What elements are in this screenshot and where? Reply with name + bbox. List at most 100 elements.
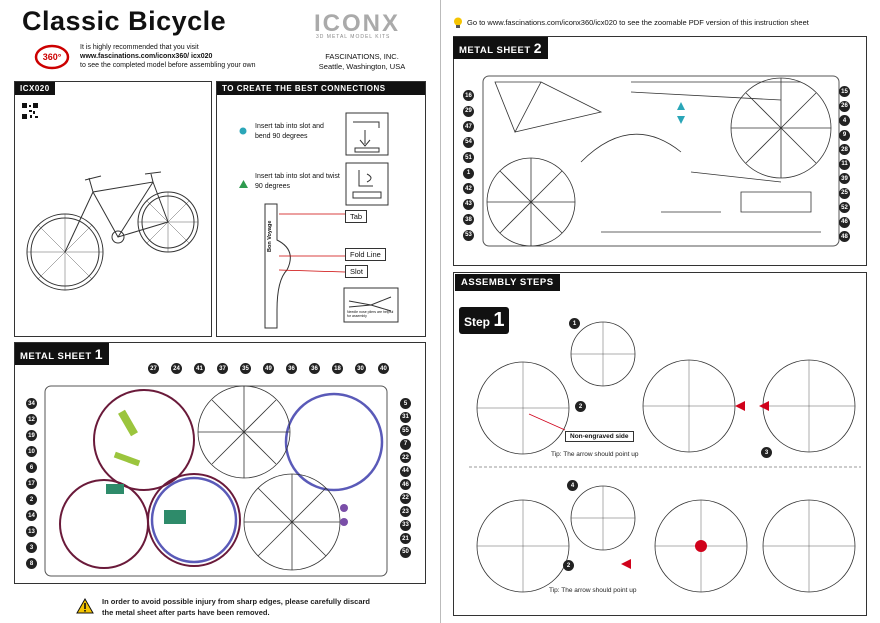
step-number-3: 3 bbox=[761, 447, 772, 458]
sheet2-number: 2 bbox=[533, 40, 543, 56]
sheet2-left-callout: 16 bbox=[463, 90, 474, 101]
sheet1-box bbox=[14, 342, 426, 584]
sheet2-left-callout: 51 bbox=[463, 152, 474, 163]
sheet1-left-callout: 19 bbox=[26, 430, 37, 441]
sheet1-left-callout: 2 bbox=[26, 494, 37, 505]
step-number-4: 4 bbox=[567, 480, 578, 491]
warning-line1: In order to avoid possible injury from s… bbox=[102, 597, 370, 606]
sheet2-right-callout: 11 bbox=[839, 158, 850, 170]
sheet2-right-callout: 4 bbox=[839, 115, 850, 126]
sheet2-left-callout: 29 bbox=[463, 105, 474, 117]
connection-tip-bend: Insert tab into slot and bend 90 degrees bbox=[255, 123, 324, 140]
company-name: FASCINATIONS, INC. bbox=[325, 52, 399, 61]
sheet1-left-callout: 12 bbox=[26, 414, 37, 425]
sheet1-left-callout: 17 bbox=[26, 478, 37, 489]
lightbulb-icon bbox=[454, 17, 462, 28]
sheet1-top-callout: 24 bbox=[171, 363, 182, 374]
twist-tab-diagram bbox=[345, 162, 389, 206]
svg-text:360°: 360° bbox=[43, 52, 62, 62]
warning-text: In order to avoid possible injury from s… bbox=[102, 596, 370, 618]
sheet1-top-callout: 40 bbox=[378, 363, 389, 374]
connections-title: TO CREATE THE BEST CONNECTIONS bbox=[217, 82, 425, 95]
sheet1-top-callout: 36 bbox=[286, 363, 297, 374]
brand-subtitle: 3D METAL MODEL KITS bbox=[316, 34, 391, 40]
sheet1-right-callout: 21 bbox=[400, 533, 411, 544]
tab-slot-diagram bbox=[264, 203, 346, 329]
sheet1-right-callout: 46 bbox=[400, 479, 411, 490]
sheet1-top-callout: 37 bbox=[217, 363, 228, 374]
sheet1-left-callout: 14 bbox=[26, 510, 37, 521]
sheet2-right-callout: 39 bbox=[839, 173, 850, 184]
assembly-diagram bbox=[469, 321, 861, 593]
pliers-icon bbox=[343, 287, 399, 323]
sheet1-right-callout: 44 bbox=[400, 465, 411, 477]
sheet2-right-callout: 25 bbox=[839, 187, 850, 199]
sheet1-left-callout: 8 bbox=[26, 558, 37, 569]
sheet1-top-callout: 49 bbox=[263, 363, 274, 374]
company-location: Seattle, Washington, USA bbox=[318, 62, 406, 71]
warning-line2: the metal sheet after parts have been re… bbox=[102, 608, 270, 617]
sheet1-top-callout: 30 bbox=[355, 363, 366, 374]
sheet2-left-callout: 54 bbox=[463, 136, 474, 148]
connections-box: TO CREATE THE BEST CONNECTIONS Insert ta… bbox=[216, 81, 426, 337]
tip-arrow-1: Tip: The arrow should point up bbox=[551, 451, 639, 458]
sheet1-left-callout: 3 bbox=[26, 542, 37, 553]
sheet1-top-callout: 27 bbox=[148, 363, 159, 374]
sheet1-number: 1 bbox=[94, 346, 104, 362]
sheet2-right-callout: 15 bbox=[839, 86, 850, 97]
metal-sheet1-diagram bbox=[44, 385, 388, 577]
assembly-box bbox=[453, 272, 867, 616]
intro-line1: It is highly recommended that you visit bbox=[80, 44, 199, 51]
qr-code-icon bbox=[21, 102, 39, 120]
sheet1-top-callout: 18 bbox=[332, 363, 343, 374]
sheet2-left-callout: 53 bbox=[463, 229, 474, 241]
fold-line-label: Fold Line bbox=[345, 248, 386, 261]
sheet1-right-callout: 31 bbox=[400, 411, 411, 423]
sheet2-left-callout: 1 bbox=[463, 167, 474, 179]
metal-sheet2-diagram bbox=[482, 75, 840, 247]
sheet2-right-callout: 46 bbox=[839, 216, 850, 228]
non-engraved-note: Non-engraved side bbox=[565, 431, 634, 442]
model-preview-box: ICX020 bbox=[14, 81, 212, 337]
sheet2-left-callout: 42 bbox=[463, 183, 474, 194]
step-number-1: 1 bbox=[569, 318, 580, 329]
tip-arrow-2: Tip: The arrow should point up bbox=[549, 587, 637, 594]
tool-note: Needle nose pliers are helpful for assem… bbox=[347, 310, 394, 318]
sheet1-right-callout: 7 bbox=[400, 438, 411, 450]
sheet2-right-callout: 9 bbox=[839, 129, 850, 141]
assembly-title: ASSEMBLY STEPS bbox=[455, 274, 560, 291]
sheet1-left-callout: 6 bbox=[26, 462, 37, 473]
sheet2-right-callout: 26 bbox=[839, 100, 850, 112]
intro-url[interactable]: www.fascinations.com/iconx360/ icx020 bbox=[80, 53, 213, 60]
sheet1-top-callout: 36 bbox=[309, 363, 320, 374]
step-badge: Step 1 bbox=[459, 307, 510, 334]
connection-tip-twist: Insert tab into slot and twist 90 degree… bbox=[255, 173, 340, 190]
stamp-text: Bon Voyage bbox=[267, 220, 273, 252]
sheet1-right-callout: 50 bbox=[400, 546, 411, 558]
page-fold-divider bbox=[440, 0, 441, 623]
triangle-bullet-icon bbox=[239, 180, 248, 188]
step-label: Step bbox=[464, 315, 491, 329]
bicycle-illustration bbox=[26, 171, 199, 291]
intro-line2: to see the completed model before assemb… bbox=[80, 62, 256, 69]
sheet1-right-callout: 22 bbox=[400, 492, 411, 504]
sheet2-left-callout: 47 bbox=[463, 121, 474, 132]
sheet1-left-callout: 34 bbox=[26, 398, 37, 409]
step-number-2b: 2 bbox=[563, 560, 574, 571]
intro-text: It is highly recommended that you visit … bbox=[80, 43, 300, 70]
sheet1-title-text: METAL SHEET bbox=[20, 351, 92, 362]
sheet1-top-callout: 41 bbox=[194, 363, 205, 374]
company-address: FASCINATIONS, INC. Seattle, Washington, … bbox=[316, 52, 408, 72]
pdf-link-text[interactable]: Go to www.fascinations.com/iconx360/icx0… bbox=[467, 18, 809, 27]
sheet2-left-callout: 38 bbox=[463, 214, 474, 225]
sheet1-left-callout: 10 bbox=[26, 446, 37, 457]
circle-bullet-icon bbox=[239, 127, 247, 135]
sheet1-right-callout: 55 bbox=[400, 425, 411, 436]
right-page: Go to www.fascinations.com/iconx360/icx0… bbox=[441, 0, 880, 623]
warning-triangle-icon bbox=[76, 598, 94, 614]
sheet2-box bbox=[453, 36, 867, 266]
sheet2-left-callout: 43 bbox=[463, 198, 474, 210]
slot-label: Slot bbox=[345, 265, 368, 278]
sheet2-right-callout: 28 bbox=[839, 144, 850, 155]
sheet1-top-callout: 35 bbox=[240, 363, 251, 374]
